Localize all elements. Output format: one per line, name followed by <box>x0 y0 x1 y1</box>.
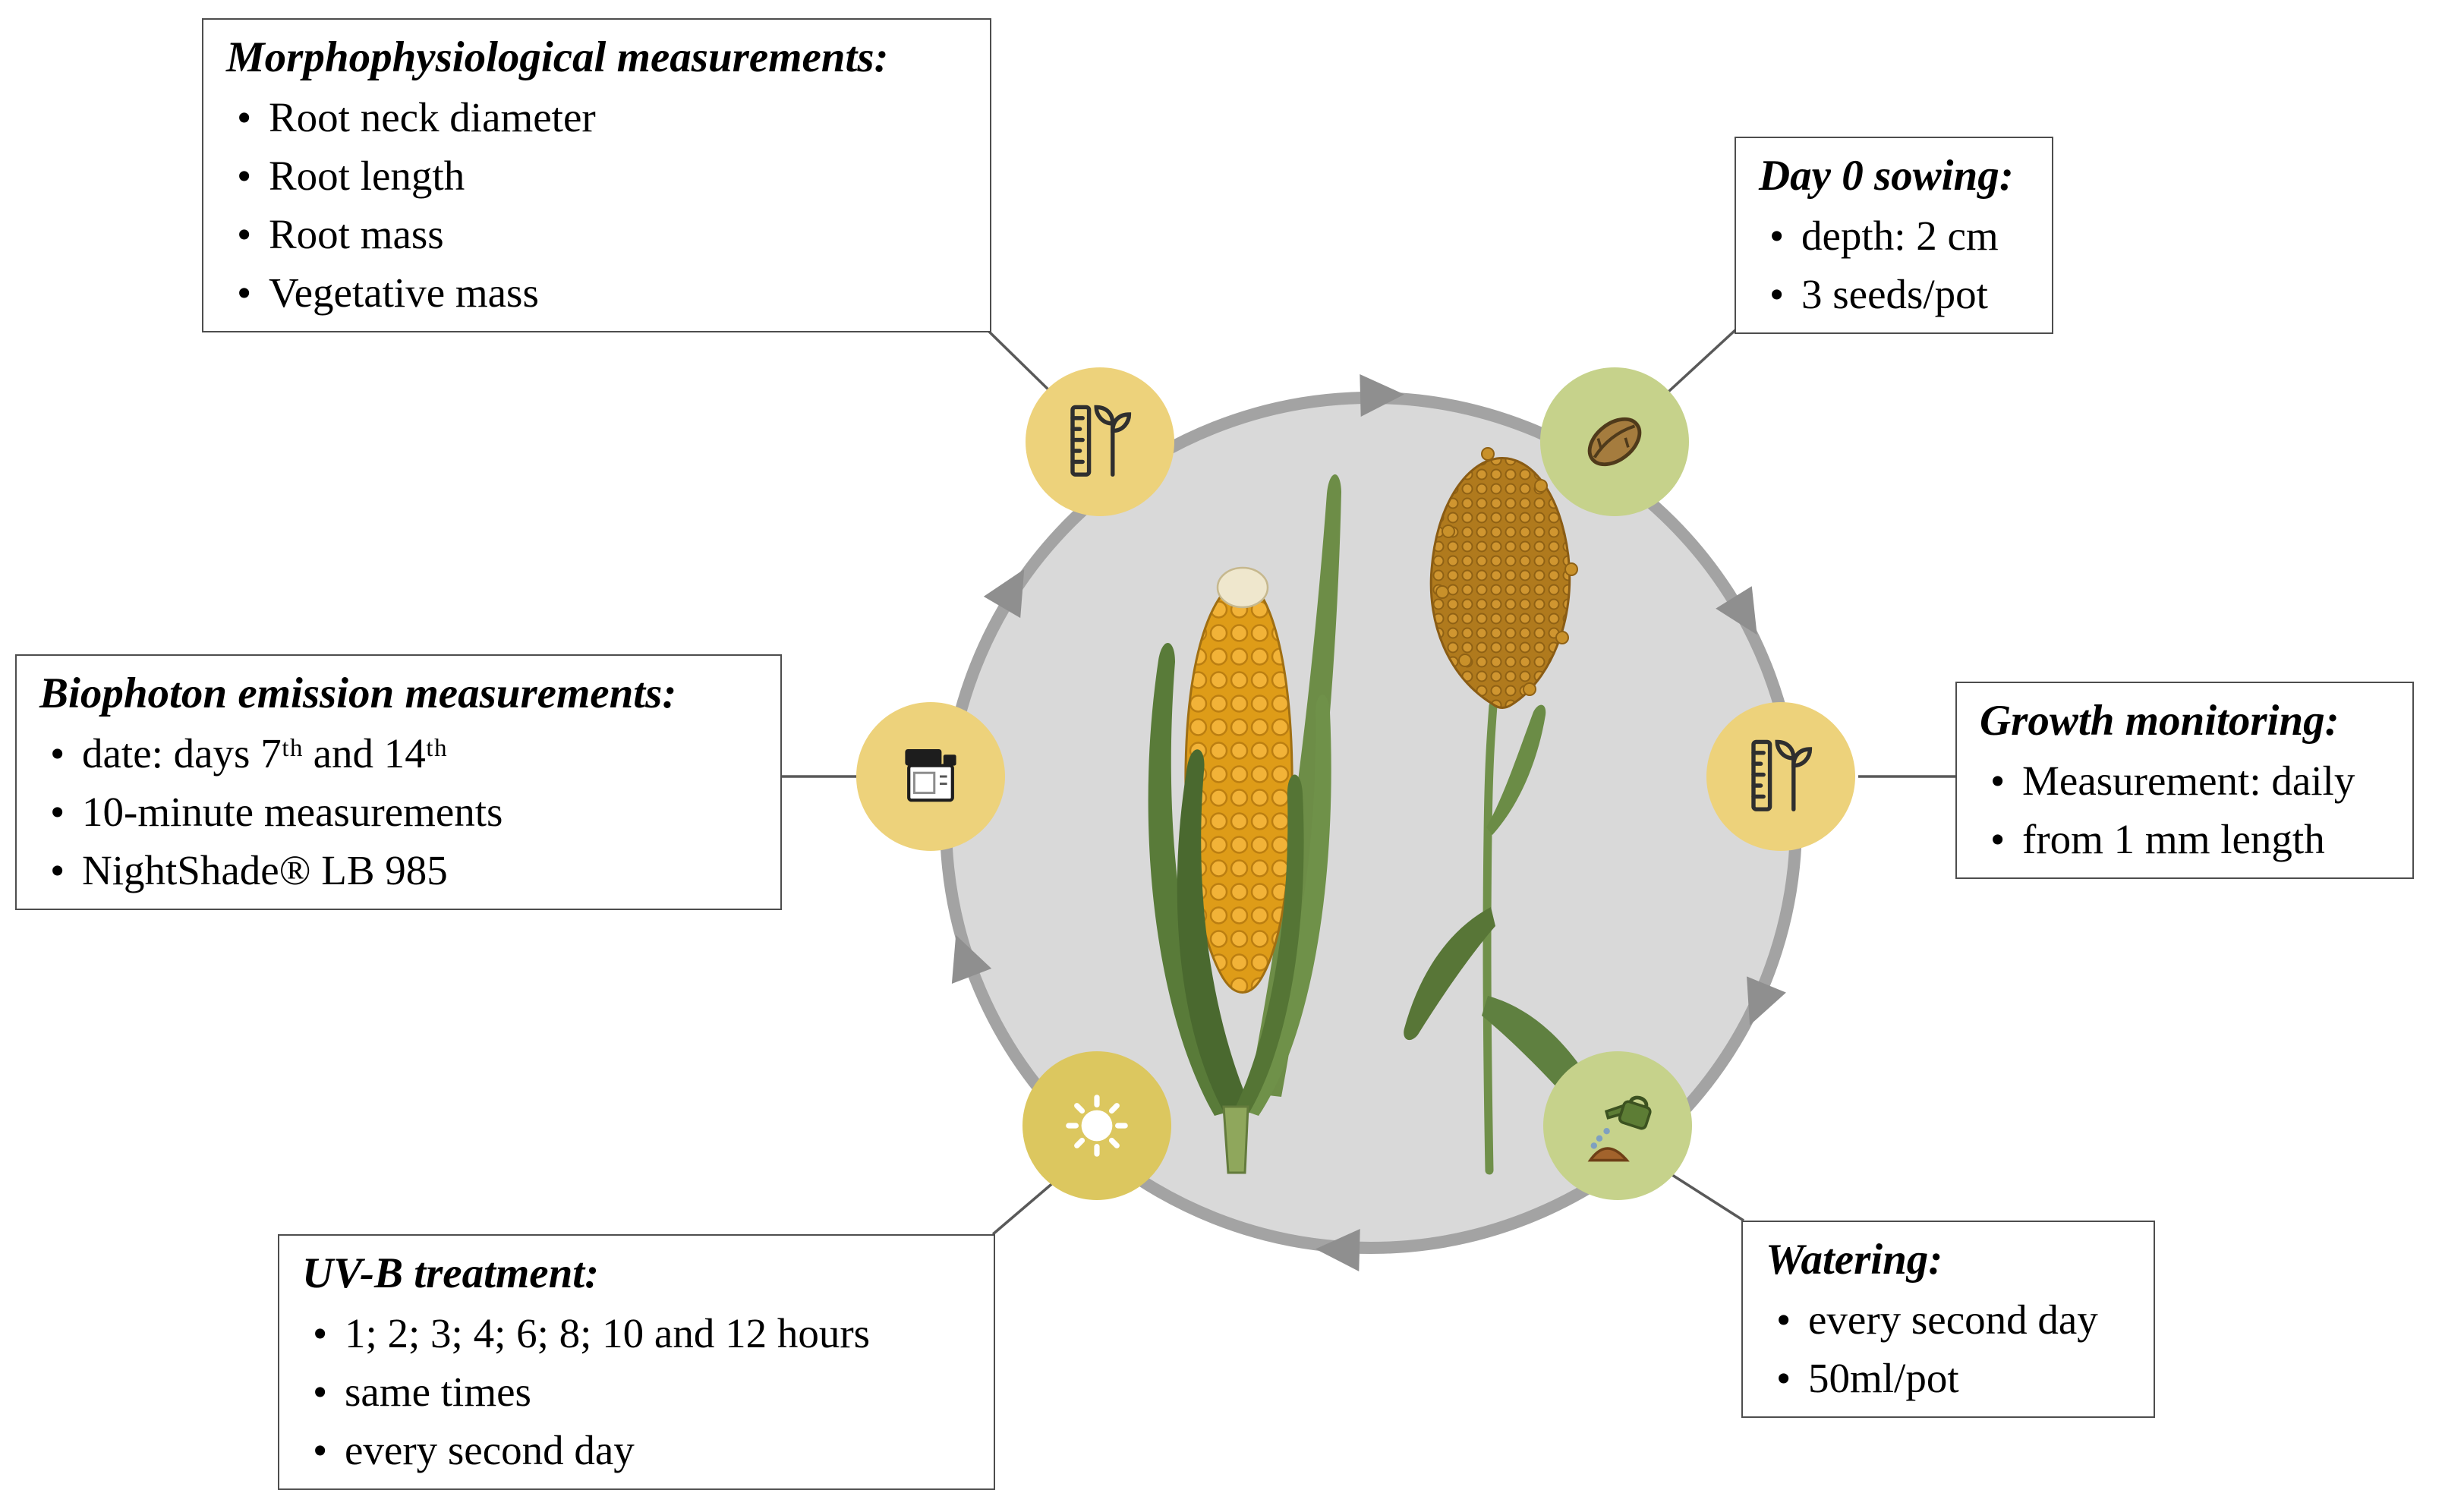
instrument-icon <box>856 702 1005 851</box>
info-box-growth-monitoring: Growth monitoring: Measurement: daily fr… <box>1955 682 2414 879</box>
bullet-item: 3 seeds/pot <box>1759 265 2029 323</box>
bullet-item: every second day <box>1766 1290 2131 1349</box>
watering-can-icon <box>1543 1051 1692 1200</box>
box-title: Day 0 sowing: <box>1759 152 2014 200</box>
cycle-arrow <box>951 934 992 984</box>
seed-icon <box>1540 367 1689 516</box>
corn-cob-illustration <box>1148 474 1341 1174</box>
bullet-item: 10-minute measurements <box>39 783 758 841</box>
box-items: every second day 50ml/pot <box>1766 1290 2131 1407</box>
box-title: Biophoton emission measurements: <box>39 669 677 717</box>
bullet-item: 1; 2; 3; 4; 6; 8; 10 and 12 hours <box>302 1304 971 1362</box>
bullet-item: Root mass <box>226 205 967 263</box>
bullet-item: Root length <box>226 146 967 205</box>
bullet-item: depth: 2 cm <box>1759 206 2029 265</box>
cycle-arrow <box>1747 976 1786 1025</box>
connector-watering <box>1672 1173 1744 1222</box>
cycle-arrows <box>951 374 1786 1271</box>
cycle-arrow <box>1315 1229 1360 1271</box>
info-box-morphophysiological: Morphophysiological measurements: Root n… <box>202 18 991 332</box>
info-box-sowing: Day 0 sowing: depth: 2 cm 3 seeds/pot <box>1735 137 2053 334</box>
bullet-item: Vegetative mass <box>226 263 967 322</box>
cycle-arrow <box>1716 586 1757 635</box>
box-items: 1; 2; 3; 4; 6; 8; 10 and 12 hours same t… <box>302 1304 971 1479</box>
box-title: Watering: <box>1766 1236 1943 1284</box>
sun-icon <box>1022 1051 1171 1200</box>
connector-morpho <box>985 328 1055 396</box>
bullet-item: NightShade® LB 985 <box>39 841 758 899</box>
connector-sowing <box>1667 328 1738 393</box>
bullet-item: date: days 7ᵗʰ and 14ᵗʰ <box>39 724 758 783</box>
box-title: Growth monitoring: <box>1980 697 2340 745</box>
bullet-item: Measurement: daily <box>1980 751 2390 810</box>
bullet-item: Root neck diameter <box>226 88 967 146</box>
box-title: UV-B treatment: <box>302 1249 600 1297</box>
bullet-item: 50ml/pot <box>1766 1349 2131 1407</box>
ruler-plant-icon <box>1026 367 1174 516</box>
box-items: Root neck diameter Root length Root mass… <box>226 88 967 322</box>
info-box-biophoton: Biophoton emission measurements: date: d… <box>15 654 782 910</box>
info-box-watering: Watering: every second day 50ml/pot <box>1741 1221 2155 1418</box>
ruler-plant-icon <box>1706 702 1855 851</box>
connector-uvb <box>991 1180 1057 1236</box>
sorghum-grain-bumps <box>1435 447 1578 696</box>
bullet-item: same times <box>302 1362 971 1421</box>
connector-lines <box>782 328 1955 1236</box>
box-items: depth: 2 cm 3 seeds/pot <box>1759 206 2029 323</box>
bullet-item: from 1 mm length <box>1980 810 2390 868</box>
info-box-uvb-treatment: UV-B treatment: 1; 2; 3; 4; 6; 8; 10 and… <box>278 1234 995 1490</box>
cycle-arrow <box>983 569 1025 619</box>
cycle-arrow <box>1360 374 1404 417</box>
box-items: date: days 7ᵗʰ and 14ᵗʰ 10-minute measur… <box>39 724 758 899</box>
box-title: Morphophysiological measurements: <box>226 33 889 81</box>
box-items: Measurement: daily from 1 mm length <box>1980 751 2390 868</box>
bullet-item: every second day <box>302 1421 971 1479</box>
